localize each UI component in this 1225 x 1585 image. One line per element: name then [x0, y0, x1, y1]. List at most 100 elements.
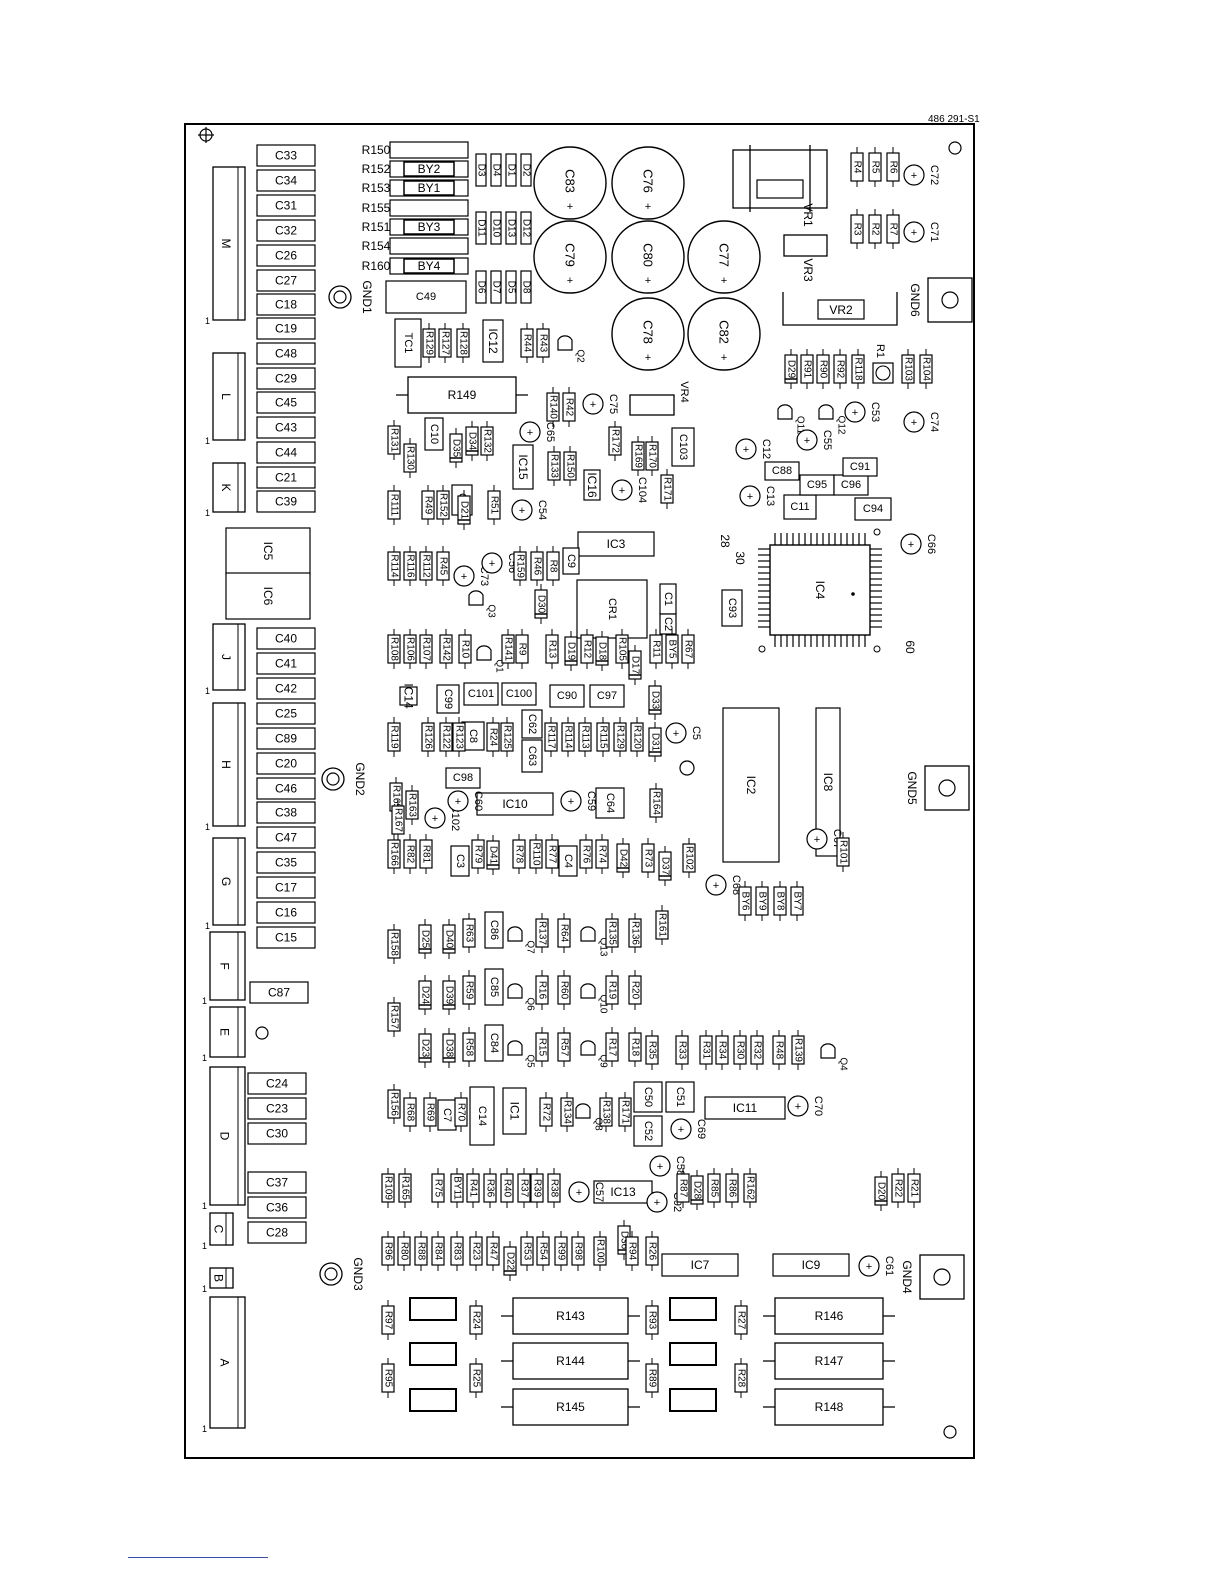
part-c74: +C74: [903, 411, 940, 433]
polarity-mark: +: [721, 352, 727, 364]
part-r72: R72: [539, 1092, 553, 1132]
component-label: IC2: [744, 776, 758, 795]
part-r123: R123: [452, 717, 466, 757]
diode-label: D4: [491, 164, 502, 177]
part-r16: R16: [535, 970, 549, 1010]
part-r104: R104: [919, 349, 933, 389]
part-label: R140: [548, 395, 559, 419]
part-r80: R80: [397, 1231, 411, 1271]
part-label: Q8: [593, 1117, 604, 1131]
component-label: IC14: [402, 683, 416, 709]
part-label: R10: [460, 640, 471, 659]
part-label: Q7: [525, 940, 536, 954]
part-c85: C85: [484, 968, 504, 1006]
ic-ic16: IC16: [583, 469, 601, 501]
part-r78: R78: [512, 834, 526, 874]
part-label: BY7: [792, 892, 803, 911]
part-label: R54: [538, 1242, 549, 1261]
resistor-label: R144: [556, 1354, 585, 1368]
part-label: C72: [928, 165, 940, 185]
capacitor-c15: C15: [256, 926, 316, 949]
capacitor-c23: C23: [247, 1097, 307, 1120]
bridge-label-by2: BY2: [418, 162, 441, 176]
component-label: C4: [562, 854, 574, 868]
part-r107: R107: [419, 629, 433, 669]
bridge-label-by3: BY3: [418, 220, 441, 234]
component-label: C103: [677, 434, 689, 460]
part-label: R30: [735, 1041, 746, 1060]
pin-one-mark: 1: [205, 921, 210, 931]
part-r45: R45: [436, 546, 450, 586]
part-label: C74: [928, 412, 940, 432]
part-label: R108: [389, 637, 400, 661]
part-r3: R3: [850, 209, 864, 249]
part-r79: R79: [471, 834, 485, 874]
component-label: CR1: [606, 598, 618, 620]
part-label: R141: [503, 637, 514, 661]
part-r167: R167: [391, 800, 405, 840]
part-c96: C96: [833, 474, 869, 496]
capacitor-label: C77: [717, 243, 732, 267]
part-r27: R27: [734, 1300, 748, 1340]
capacitor-c25: C25: [256, 702, 316, 725]
resistor-label-r151: R151: [362, 220, 391, 234]
ic-ic14: IC14: [399, 683, 418, 709]
component-label: C24: [266, 1077, 288, 1091]
part-label: R120: [632, 725, 643, 749]
part-cr1: CR1: [576, 579, 648, 639]
part-label: R60: [559, 981, 570, 1000]
component-label: IC1: [508, 1102, 522, 1121]
part-d37: D37: [658, 846, 672, 886]
part-label: Q3: [486, 604, 497, 618]
part-c70: +C70: [787, 1095, 824, 1117]
pin-number: 30: [733, 551, 747, 565]
component-label: C93: [726, 598, 738, 618]
part-r158: R158: [387, 924, 401, 964]
component-label: C14: [476, 1106, 488, 1126]
component-label: C11: [790, 501, 809, 513]
part-label: D31: [650, 733, 661, 752]
power-transistor: [669, 1388, 717, 1412]
part-label: R96: [383, 1242, 394, 1261]
diode-d13: [505, 211, 517, 245]
part-label: R114: [389, 554, 400, 578]
part-r36: R36: [483, 1168, 497, 1208]
part-r84: R84: [431, 1231, 445, 1271]
component-label: C41: [275, 657, 297, 671]
part-c65: +C65: [519, 421, 556, 443]
polarity-mark: +: [567, 275, 573, 287]
part-r12: R12: [580, 629, 594, 669]
part-c102: +C102: [424, 805, 461, 831]
polarity-mark: +: [657, 1161, 663, 1173]
part-c88: C88: [764, 461, 800, 481]
capacitor-c43: C43: [256, 416, 316, 439]
component-label: IC11: [733, 1101, 758, 1115]
connector-m: M1: [205, 166, 246, 326]
part-label: R166: [389, 842, 400, 866]
part-r169: R169: [631, 436, 645, 476]
part-label: R95: [383, 1369, 394, 1388]
part-r111: R111: [387, 485, 401, 525]
part-label: R126: [423, 725, 434, 749]
part-d42: D42: [616, 838, 630, 878]
component-label: IC10: [502, 797, 528, 811]
diode-label: D2: [521, 164, 532, 177]
part-label: BY5: [667, 640, 678, 659]
part-label: R128: [458, 331, 469, 355]
part-r140: R140: [546, 387, 560, 427]
capacitor-c38: C38: [256, 801, 316, 824]
diode-d7: [490, 270, 502, 304]
pin-one-mark: 1: [202, 1424, 207, 1434]
part-r64: R64: [557, 913, 571, 953]
capacitor-c80: C80+: [611, 220, 685, 294]
power-resistor-r143: R143: [501, 1297, 640, 1335]
part-label: D38: [444, 1039, 455, 1058]
mounting-hole-bottom-right: [943, 1425, 957, 1439]
part-c86: C86: [484, 911, 504, 949]
part-label: C12: [760, 439, 772, 459]
capacitor-label: C79: [563, 243, 578, 267]
part-r90: R90: [816, 349, 830, 389]
part-r57: R57: [557, 1027, 571, 1067]
ic-ic7: IC7: [661, 1253, 739, 1277]
part-label: R111: [389, 494, 400, 517]
